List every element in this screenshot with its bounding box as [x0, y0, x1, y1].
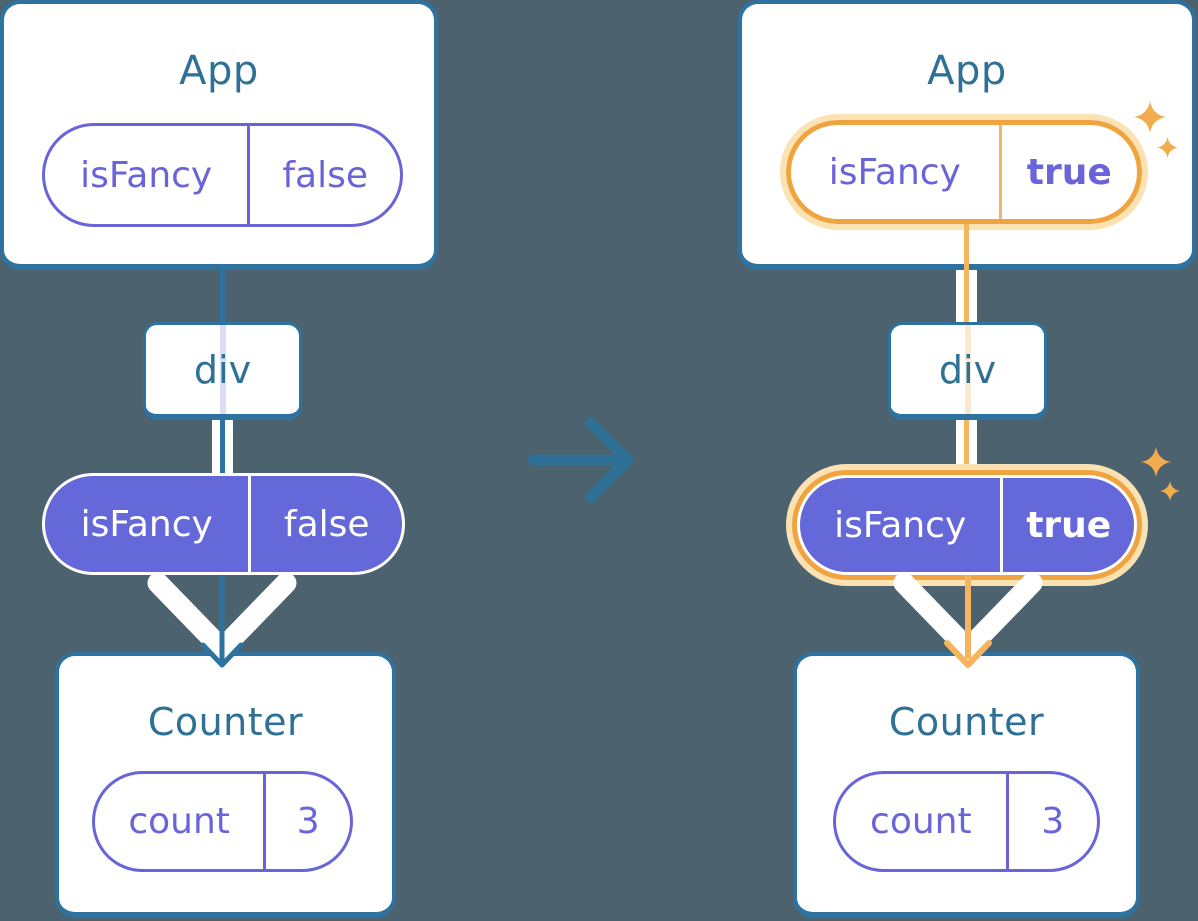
state-name: count: [95, 774, 267, 869]
state-value: 3: [296, 801, 320, 842]
prop-thread-after: [964, 325, 971, 414]
app-title-after: App: [927, 48, 1007, 94]
arrow-down-icon: [886, 575, 1050, 680]
render-edge-div-pill-after: [956, 420, 977, 475]
sparkle-icon: [1134, 101, 1166, 133]
div-node-before: div: [143, 322, 302, 420]
sparkle-icon: [1141, 447, 1171, 477]
right-arrow-icon: [525, 412, 645, 508]
render-edge-app-div-after: [956, 270, 977, 322]
div-label-after: div: [938, 347, 997, 392]
prop-core-line: [964, 270, 969, 322]
state-name: isFancy: [791, 125, 1002, 219]
prop-name: isFancy: [45, 476, 252, 572]
state-pill-counter-before: count 3: [92, 771, 353, 872]
counter-title-before: Counter: [147, 700, 304, 744]
state-value: true: [1026, 151, 1112, 193]
state-pill-app-before: isFancy false: [42, 123, 403, 227]
prop-core-line: [220, 420, 225, 473]
prop-core-line: [964, 420, 969, 475]
prop-thread-before: [219, 325, 226, 414]
sparkle-icon: [1160, 481, 1180, 501]
prop-pill-after: isFancy true: [797, 475, 1137, 575]
app-title-before: App: [179, 48, 259, 94]
state-pill-counter-after: count 3: [833, 771, 1100, 872]
prop-edge-in-app-after: [964, 224, 969, 270]
state-name: isFancy: [45, 126, 251, 224]
prop-name: isFancy: [800, 478, 1004, 572]
tree-edge-app-div-before: [220, 270, 225, 322]
state-value: false: [282, 154, 368, 196]
counter-title-after: Counter: [888, 700, 1045, 744]
prop-value: false: [283, 503, 370, 545]
render-edge-div-pill-before: [212, 420, 233, 473]
sparkle-icon: [1157, 137, 1178, 158]
state-name: count: [836, 774, 1009, 869]
state-pill-app-after: isFancy true: [780, 114, 1148, 230]
prop-value: true: [1026, 504, 1112, 546]
arrow-down-icon: [140, 575, 304, 680]
div-node-after: div: [888, 322, 1047, 420]
state-value: 3: [1041, 801, 1065, 842]
prop-pill-before: isFancy false: [42, 473, 405, 575]
div-label-before: div: [193, 347, 252, 392]
